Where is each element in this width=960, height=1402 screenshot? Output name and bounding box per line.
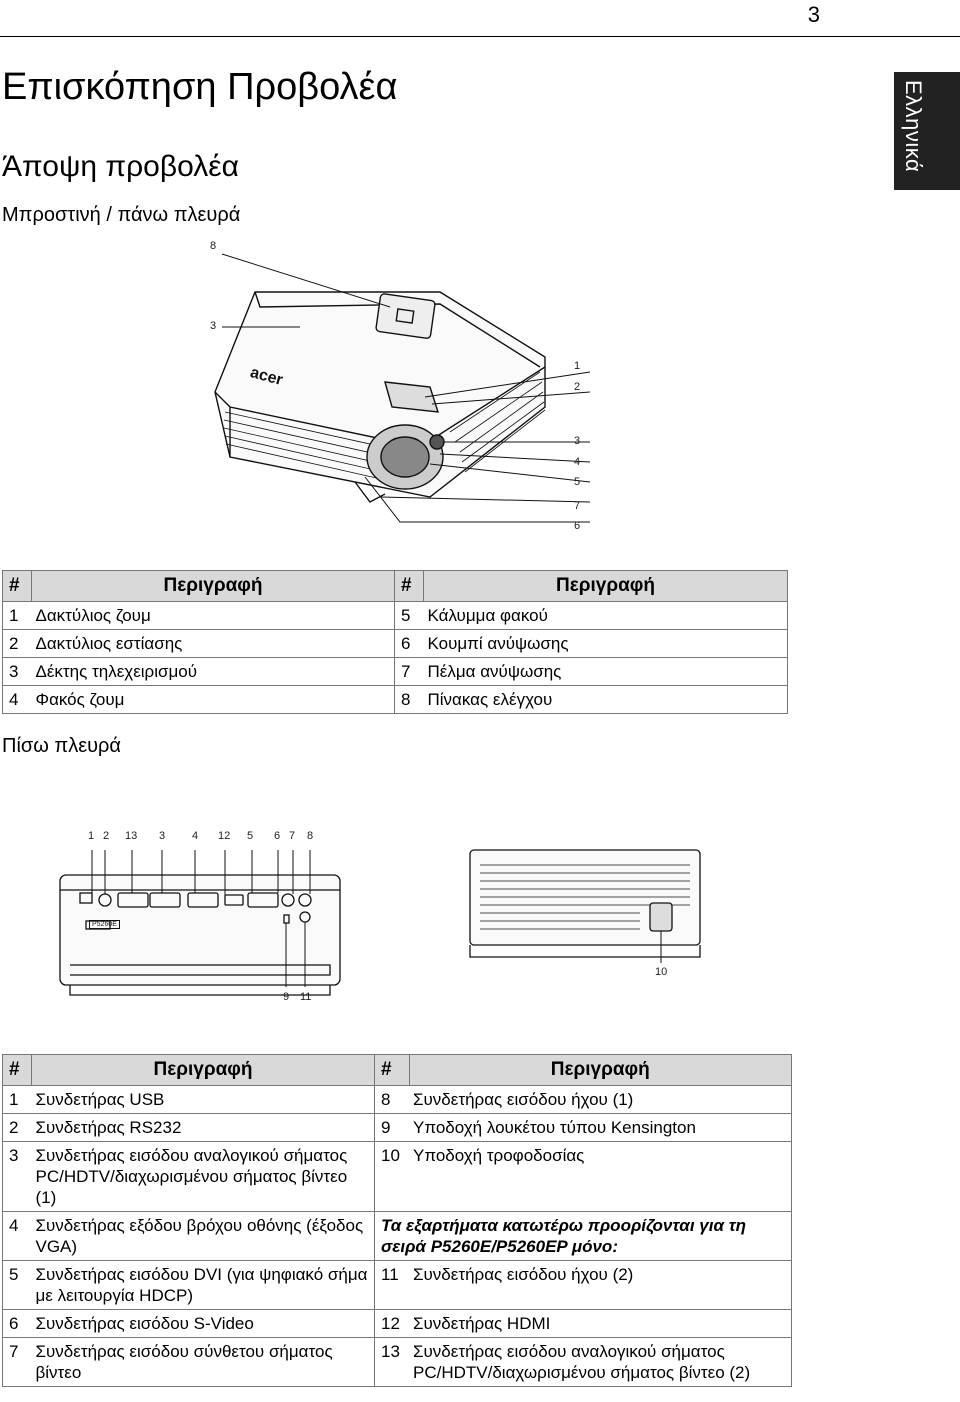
table-row: 7 Συνδετήρας εισόδου σύνθετου σήματος βί… bbox=[2, 1337, 792, 1387]
front-callout-3-top: 3 bbox=[210, 320, 217, 332]
table-row: 6 Συνδετήρας εισόδου S-Video 12 Συνδετήρ… bbox=[2, 1309, 792, 1338]
part-description: Συνδετήρας εισόδου S-Video bbox=[31, 1309, 375, 1338]
table-row: 4 Συνδετήρας εξόδου βρόχου οθόνης (έξοδο… bbox=[2, 1211, 792, 1261]
table-row: 2 Δακτύλιος εστίασης 6 Κουμπί ανύψωσης bbox=[2, 629, 788, 658]
header-number: # bbox=[2, 1054, 32, 1086]
part-description: Κάλυμμα φακού bbox=[423, 601, 788, 630]
header-rule bbox=[0, 36, 960, 37]
table-row: 2 Συνδετήρας RS232 9 Υποδοχή λουκέτου τύ… bbox=[2, 1113, 792, 1142]
rear-view-label: Πίσω πλευρά bbox=[2, 735, 121, 757]
part-number: 7 bbox=[2, 1337, 32, 1387]
page-number: 3 bbox=[807, 2, 820, 27]
part-number: 6 bbox=[2, 1309, 32, 1338]
part-description: Υποδοχή λουκέτου τύπου Kensington bbox=[409, 1113, 792, 1142]
rear-callout-8: 8 bbox=[307, 830, 314, 842]
header-number: # bbox=[2, 570, 32, 602]
table-row: 5 Συνδετήρας εισόδου DVI (για ψηφιακό σή… bbox=[2, 1260, 792, 1310]
header-description: Περιγραφή bbox=[31, 570, 395, 602]
page-title: Επισκόπηση Προβολέα bbox=[2, 66, 398, 108]
table-header-row: # Περιγραφή # Περιγραφή bbox=[2, 570, 788, 602]
header-number: # bbox=[394, 570, 424, 602]
rear-callout-1: 1 bbox=[88, 830, 95, 842]
part-description: Συνδετήρας RS232 bbox=[31, 1113, 375, 1142]
rear-callout-13: 13 bbox=[125, 830, 138, 842]
part-number: 4 bbox=[2, 685, 32, 714]
part-number: 8 bbox=[374, 1085, 409, 1114]
projector-rear-illustration bbox=[59, 849, 701, 996]
front-parts-table: # Περιγραφή # Περιγραφή 1 Δακτύλιος ζουμ… bbox=[2, 570, 788, 714]
front-callout-1: 1 bbox=[574, 360, 581, 372]
part-description: Συνδετήρας εισόδου DVI (για ψηφιακό σήμα… bbox=[31, 1260, 375, 1310]
rear-callout-7: 7 bbox=[289, 830, 296, 842]
header-number: # bbox=[374, 1054, 410, 1086]
part-number: 2 bbox=[2, 1113, 32, 1142]
part-description: Συνδετήρας εισόδου αναλογικού σήματος PC… bbox=[31, 1141, 375, 1212]
table-row: 4 Φακός ζουμ 8 Πίνακας ελέγχου bbox=[2, 685, 788, 714]
part-description: Συνδετήρας εισόδου ήχου (1) bbox=[409, 1085, 792, 1114]
rear-callout-9: 9 bbox=[283, 991, 290, 1003]
part-description: Κουμπί ανύψωσης bbox=[423, 629, 788, 658]
series-note: Τα εξαρτήματα κατωτέρω προορίζονται για … bbox=[374, 1211, 792, 1261]
rear-callout-6: 6 bbox=[274, 830, 281, 842]
part-description: Συνδετήρας εισόδου σύνθετου σήματος βίντ… bbox=[31, 1337, 375, 1387]
rear-callout-11: 11 bbox=[300, 991, 312, 1003]
part-number: 11 bbox=[374, 1260, 409, 1310]
front-callout-7: 7 bbox=[574, 500, 581, 512]
front-callout-2: 2 bbox=[574, 381, 581, 393]
rear-callout-3: 3 bbox=[159, 830, 166, 842]
part-description: Φακός ζουμ bbox=[31, 685, 395, 714]
front-callout-8: 8 bbox=[210, 240, 217, 252]
table-row: 1 Συνδετήρας USB 8 Συνδετήρας εισόδου ήχ… bbox=[2, 1085, 792, 1114]
part-description: Συνδετήρας εξόδου βρόχου οθόνης (έξοδος … bbox=[31, 1211, 375, 1261]
rear-callout-2: 2 bbox=[103, 830, 110, 842]
part-description: Συνδετήρας εισόδου ήχου (2) bbox=[409, 1260, 792, 1310]
part-number: 6 bbox=[394, 629, 424, 658]
part-number: 1 bbox=[2, 601, 32, 630]
part-description: Συνδετήρας USB bbox=[31, 1085, 375, 1114]
part-number: 7 bbox=[394, 657, 424, 686]
front-callout-5: 5 bbox=[574, 476, 581, 488]
part-number: 9 bbox=[374, 1113, 409, 1142]
part-number: 5 bbox=[394, 601, 424, 630]
part-number: 2 bbox=[2, 629, 32, 658]
part-description: Πίνακας ελέγχου bbox=[423, 685, 788, 714]
part-number: 3 bbox=[2, 657, 32, 686]
part-description: Συνδετήρας εισόδου αναλογικού σήματος PC… bbox=[409, 1337, 792, 1387]
part-number: 10 bbox=[374, 1141, 409, 1212]
rear-callout-5: 5 bbox=[247, 830, 254, 842]
part-number: 1 bbox=[2, 1085, 32, 1114]
front-callout-4: 4 bbox=[574, 456, 581, 468]
part-number: 5 bbox=[2, 1260, 32, 1310]
part-description: Συνδετήρας HDMI bbox=[409, 1309, 792, 1338]
model-badge: P5260E bbox=[89, 920, 120, 929]
table-row: 3 Δέκτης τηλεχειρισμού 7 Πέλμα ανύψωσης bbox=[2, 657, 788, 686]
part-description: Δακτύλιος ζουμ bbox=[31, 601, 395, 630]
header-description: Περιγραφή bbox=[408, 1054, 792, 1086]
projector-front-illustration: acer bbox=[214, 253, 591, 523]
front-callout-6: 6 bbox=[574, 520, 581, 532]
front-view-label: Μπροστινή / πάνω πλευρά bbox=[2, 204, 241, 226]
part-number: 4 bbox=[2, 1211, 32, 1261]
part-description: Δέκτης τηλεχειρισμού bbox=[31, 657, 395, 686]
part-number: 13 bbox=[374, 1337, 409, 1387]
language-tab: Ελληνικά bbox=[894, 72, 960, 190]
rear-parts-table: # Περιγραφή # Περιγραφή 1 Συνδετήρας USB… bbox=[2, 1054, 792, 1387]
table-header-row: # Περιγραφή # Περιγραφή bbox=[2, 1054, 792, 1086]
table-row: 3 Συνδετήρας εισόδου αναλογικού σήματος … bbox=[2, 1141, 792, 1212]
header-description: Περιγραφή bbox=[31, 1054, 375, 1086]
rear-callout-4: 4 bbox=[192, 830, 199, 842]
table-row: 1 Δακτύλιος ζουμ 5 Κάλυμμα φακού bbox=[2, 601, 788, 630]
section-title: Άποψη προβολέα bbox=[2, 150, 239, 183]
rear-callout-10: 10 bbox=[655, 966, 668, 978]
front-callout-3: 3 bbox=[574, 435, 581, 447]
part-number: 3 bbox=[2, 1141, 32, 1212]
part-description: Πέλμα ανύψωσης bbox=[423, 657, 788, 686]
header-description: Περιγραφή bbox=[423, 570, 788, 602]
part-number: 12 bbox=[374, 1309, 409, 1338]
part-description: Δακτύλιος εστίασης bbox=[31, 629, 395, 658]
language-tab-label: Ελληνικά bbox=[901, 80, 926, 173]
part-description: Υποδοχή τροφοδοσίας bbox=[409, 1141, 792, 1212]
rear-callout-12: 12 bbox=[218, 830, 231, 842]
part-number: 8 bbox=[394, 685, 424, 714]
